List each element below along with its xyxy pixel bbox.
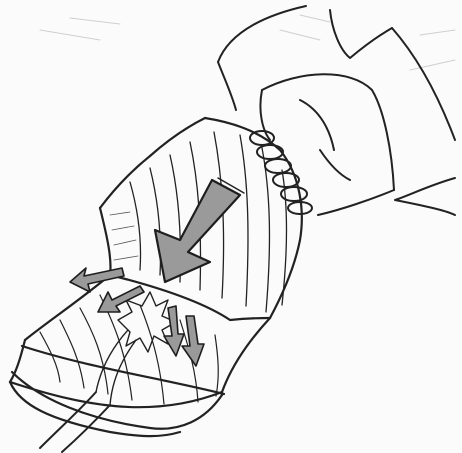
- tube-outline: [10, 275, 270, 436]
- large-flow-arrow-icon: [155, 178, 244, 282]
- small-flow-arrow-icon-mid: [98, 286, 144, 312]
- small-flow-arrow-icon-down-1: [164, 306, 184, 356]
- small-flow-arrow-icon-left: [70, 268, 124, 292]
- small-flow-arrow-icon-down-2: [182, 316, 204, 366]
- hand-outline: [218, 6, 455, 215]
- background-hatching: [40, 15, 455, 70]
- coil-spring: [250, 131, 312, 214]
